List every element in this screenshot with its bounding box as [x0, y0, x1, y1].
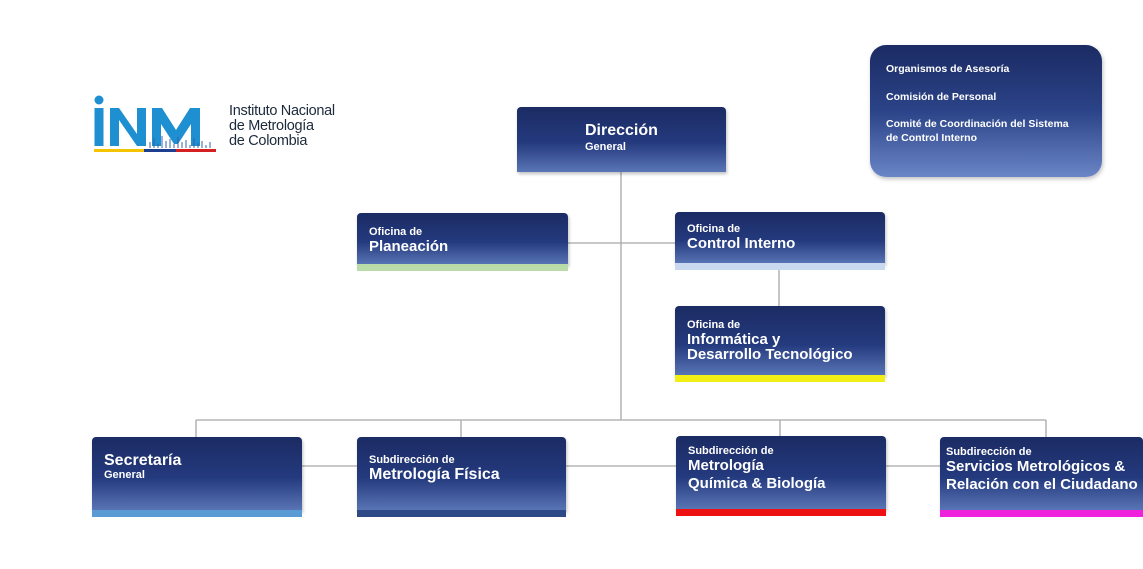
node-servicios-metrologicos: Subdirección de Servicios Metrológicos &… — [940, 437, 1143, 517]
node-secretaria-stripe — [92, 510, 302, 517]
node-secretaria: Secretaría General — [92, 437, 302, 517]
logo-text: Instituto Nacional de Metrología de Colo… — [229, 103, 335, 150]
node-metrologia-fisica: Subdirección de Metrología Física — [357, 437, 566, 517]
advisory-title: Organismos de Asesoría — [886, 63, 1010, 75]
node-secretaria-title: Secretaría — [104, 452, 182, 469]
advisory-item-personal: Comisión de Personal — [886, 90, 997, 103]
node-quimica-title-2: Química & Biología — [688, 475, 826, 493]
node-servicios-stripe — [940, 510, 1143, 517]
node-informatica-small: Oficina de — [687, 319, 741, 331]
node-planeacion-title: Planeación — [369, 237, 449, 255]
node-direccion: Dirección General — [517, 107, 726, 172]
node-secretaria-sub: General — [104, 468, 145, 481]
node-quimica-small: Subdirección de — [688, 445, 774, 457]
node-servicios-title-1: Servicios Metrológicos & — [946, 457, 1126, 475]
logo-line-1: Instituto Nacional — [229, 103, 335, 119]
node-fisica-stripe — [357, 510, 566, 517]
node-metrologia-quimica: Subdirección de Metrología Química & Bio… — [676, 436, 886, 516]
node-control-title: Control Interno — [687, 234, 796, 252]
node-informatica-title-2: Desarrollo Tecnológico — [687, 346, 853, 364]
node-control-small: Oficina de — [687, 223, 741, 235]
node-quimica-stripe — [676, 509, 886, 516]
node-control-interno: Oficina de Control Interno — [675, 212, 885, 270]
advisory-panel: Organismos de Asesoría Comisión de Perso… — [870, 45, 1102, 177]
inm-logo — [94, 95, 216, 152]
node-control-stripe — [675, 263, 885, 270]
logo-line-3: de Colombia — [229, 133, 308, 150]
node-informatica-stripe — [675, 375, 885, 382]
node-informatica: Oficina de Informática y Desarrollo Tecn… — [675, 306, 885, 382]
node-fisica-title: Metrología Física — [369, 465, 500, 483]
node-servicios-small: Subdirección de — [946, 446, 1032, 458]
node-planeacion: Oficina de Planeación — [357, 213, 568, 271]
node-planeacion-stripe — [357, 264, 568, 271]
node-servicios-title-2: Relación con el Ciudadano — [946, 476, 1138, 494]
node-direccion-title: Dirección — [585, 122, 658, 139]
advisory-item-comite-2: de Control Interno — [886, 131, 977, 144]
logo-line-2: de Metrología — [229, 118, 314, 135]
node-informatica-title-1: Informática y — [687, 330, 781, 348]
node-direccion-sub: General — [585, 140, 626, 153]
node-planeacion-small: Oficina de — [369, 226, 423, 238]
advisory-item-comite-1: Comité de Coordinación del Sistema — [886, 118, 1069, 131]
node-fisica-small: Subdirección de — [369, 454, 455, 466]
node-quimica-title-1: Metrología — [688, 456, 764, 474]
